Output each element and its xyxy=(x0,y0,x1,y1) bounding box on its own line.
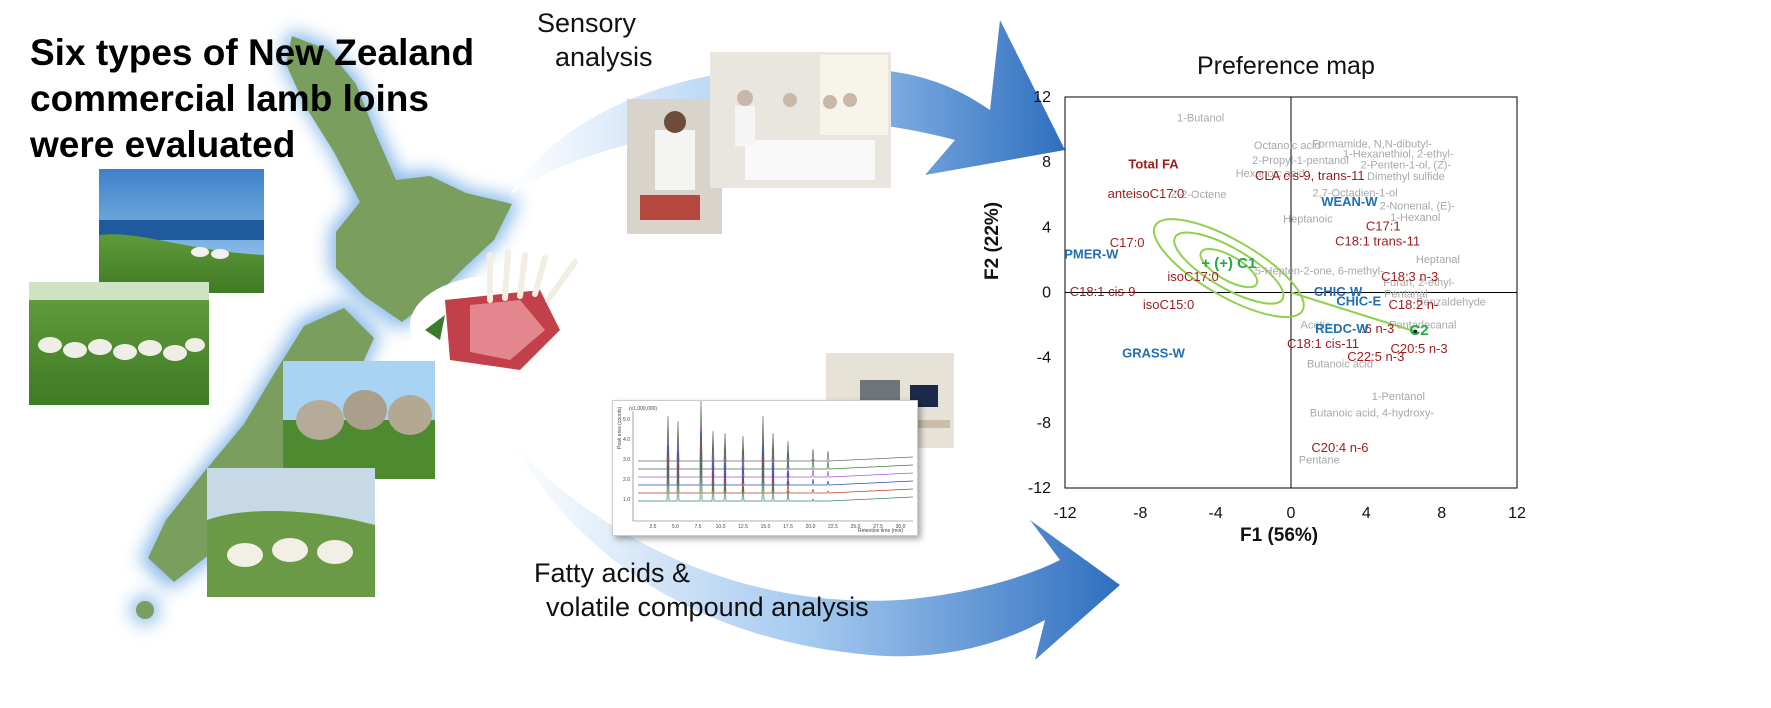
y-axis-label: F2 (22%) xyxy=(982,201,1003,280)
sheep-coast-photo xyxy=(99,169,264,293)
chromatogram-x-tick: 12.5 xyxy=(738,524,748,530)
fatty-acids-label-line-2: volatile compound analysis xyxy=(546,592,869,622)
chromatogram-x-tick: 10.0 xyxy=(716,524,726,530)
chromatogram-x-tick: 22.5 xyxy=(828,524,838,530)
sensory-label-line-2: analysis xyxy=(555,42,653,72)
sensory-panel-photo xyxy=(710,52,891,188)
chromatogram-x-tick: 17.5 xyxy=(783,524,793,530)
chromatogram-trace xyxy=(638,401,914,462)
analysis-arrow xyxy=(510,440,1120,660)
headline-line-2: commercial lamb loins xyxy=(30,78,429,119)
sensory-label: Sensory analysis xyxy=(537,6,653,74)
headline-line-3: were evaluated xyxy=(30,124,296,165)
chromatogram-multiplier: (x1,000,000) xyxy=(629,406,657,412)
lambs-photo xyxy=(207,468,375,597)
sensory-label-line-1: Sensory xyxy=(537,8,637,38)
chromatogram-y-tick: 2.0 xyxy=(623,477,630,483)
chromatogram-ticks: 2.5 5.0 7.5 10.0 12.5 15.0 17.5 20.0 22.5 25.0 27.… xyxy=(623,417,906,530)
preference-map-title: Preference map xyxy=(1197,52,1375,80)
chromatogram-plot: (x1,000,000) Peak area (counts) Retentio… xyxy=(617,401,914,534)
fatty-acids-label-line-1: Fatty acids & xyxy=(534,558,691,588)
butcher-photo xyxy=(627,99,722,234)
chromatogram-x-tick: 15.0 xyxy=(761,524,771,530)
chromatogram-x-tick: 2.5 xyxy=(650,524,657,530)
chromatogram-y-tick: 5.0 xyxy=(623,417,630,423)
headline: Six types of New Zealand commercial lamb… xyxy=(30,30,500,168)
chromatogram-x-tick: 27.5 xyxy=(873,524,883,530)
chromatogram-x-tick: 7.5 xyxy=(695,524,702,530)
chromatogram-y-tick: 1.0 xyxy=(623,497,630,503)
chromatogram-x-tick: 30.0 xyxy=(896,524,906,530)
x-axis-label: F1 (56%) xyxy=(1240,525,1319,546)
chromatogram-card: (x1,000,000) Peak area (counts) Retentio… xyxy=(612,400,918,536)
fatty-acids-label: Fatty acids & volatile compound analysis xyxy=(534,556,869,624)
chromatogram-y-tick: 4.0 xyxy=(623,437,630,443)
chromatogram-x-tick: 25.0 xyxy=(851,524,861,530)
lamb-rack-image xyxy=(410,249,590,375)
chromatogram-xlabel: Retention time (min) xyxy=(858,528,903,534)
chromatogram-ylabel: Peak area (counts) xyxy=(617,406,623,449)
headline-line-1: Six types of New Zealand xyxy=(30,32,475,73)
chromatogram-traces xyxy=(638,401,914,502)
chromatogram-trace xyxy=(638,450,914,502)
chromatogram-x-tick: 20.0 xyxy=(806,524,816,530)
sheep-flock-photo xyxy=(29,282,209,405)
chromatogram-x-tick: 5.0 xyxy=(672,524,679,530)
merino-sheep-photo xyxy=(283,361,435,479)
chromatogram-y-tick: 3.0 xyxy=(623,457,630,463)
